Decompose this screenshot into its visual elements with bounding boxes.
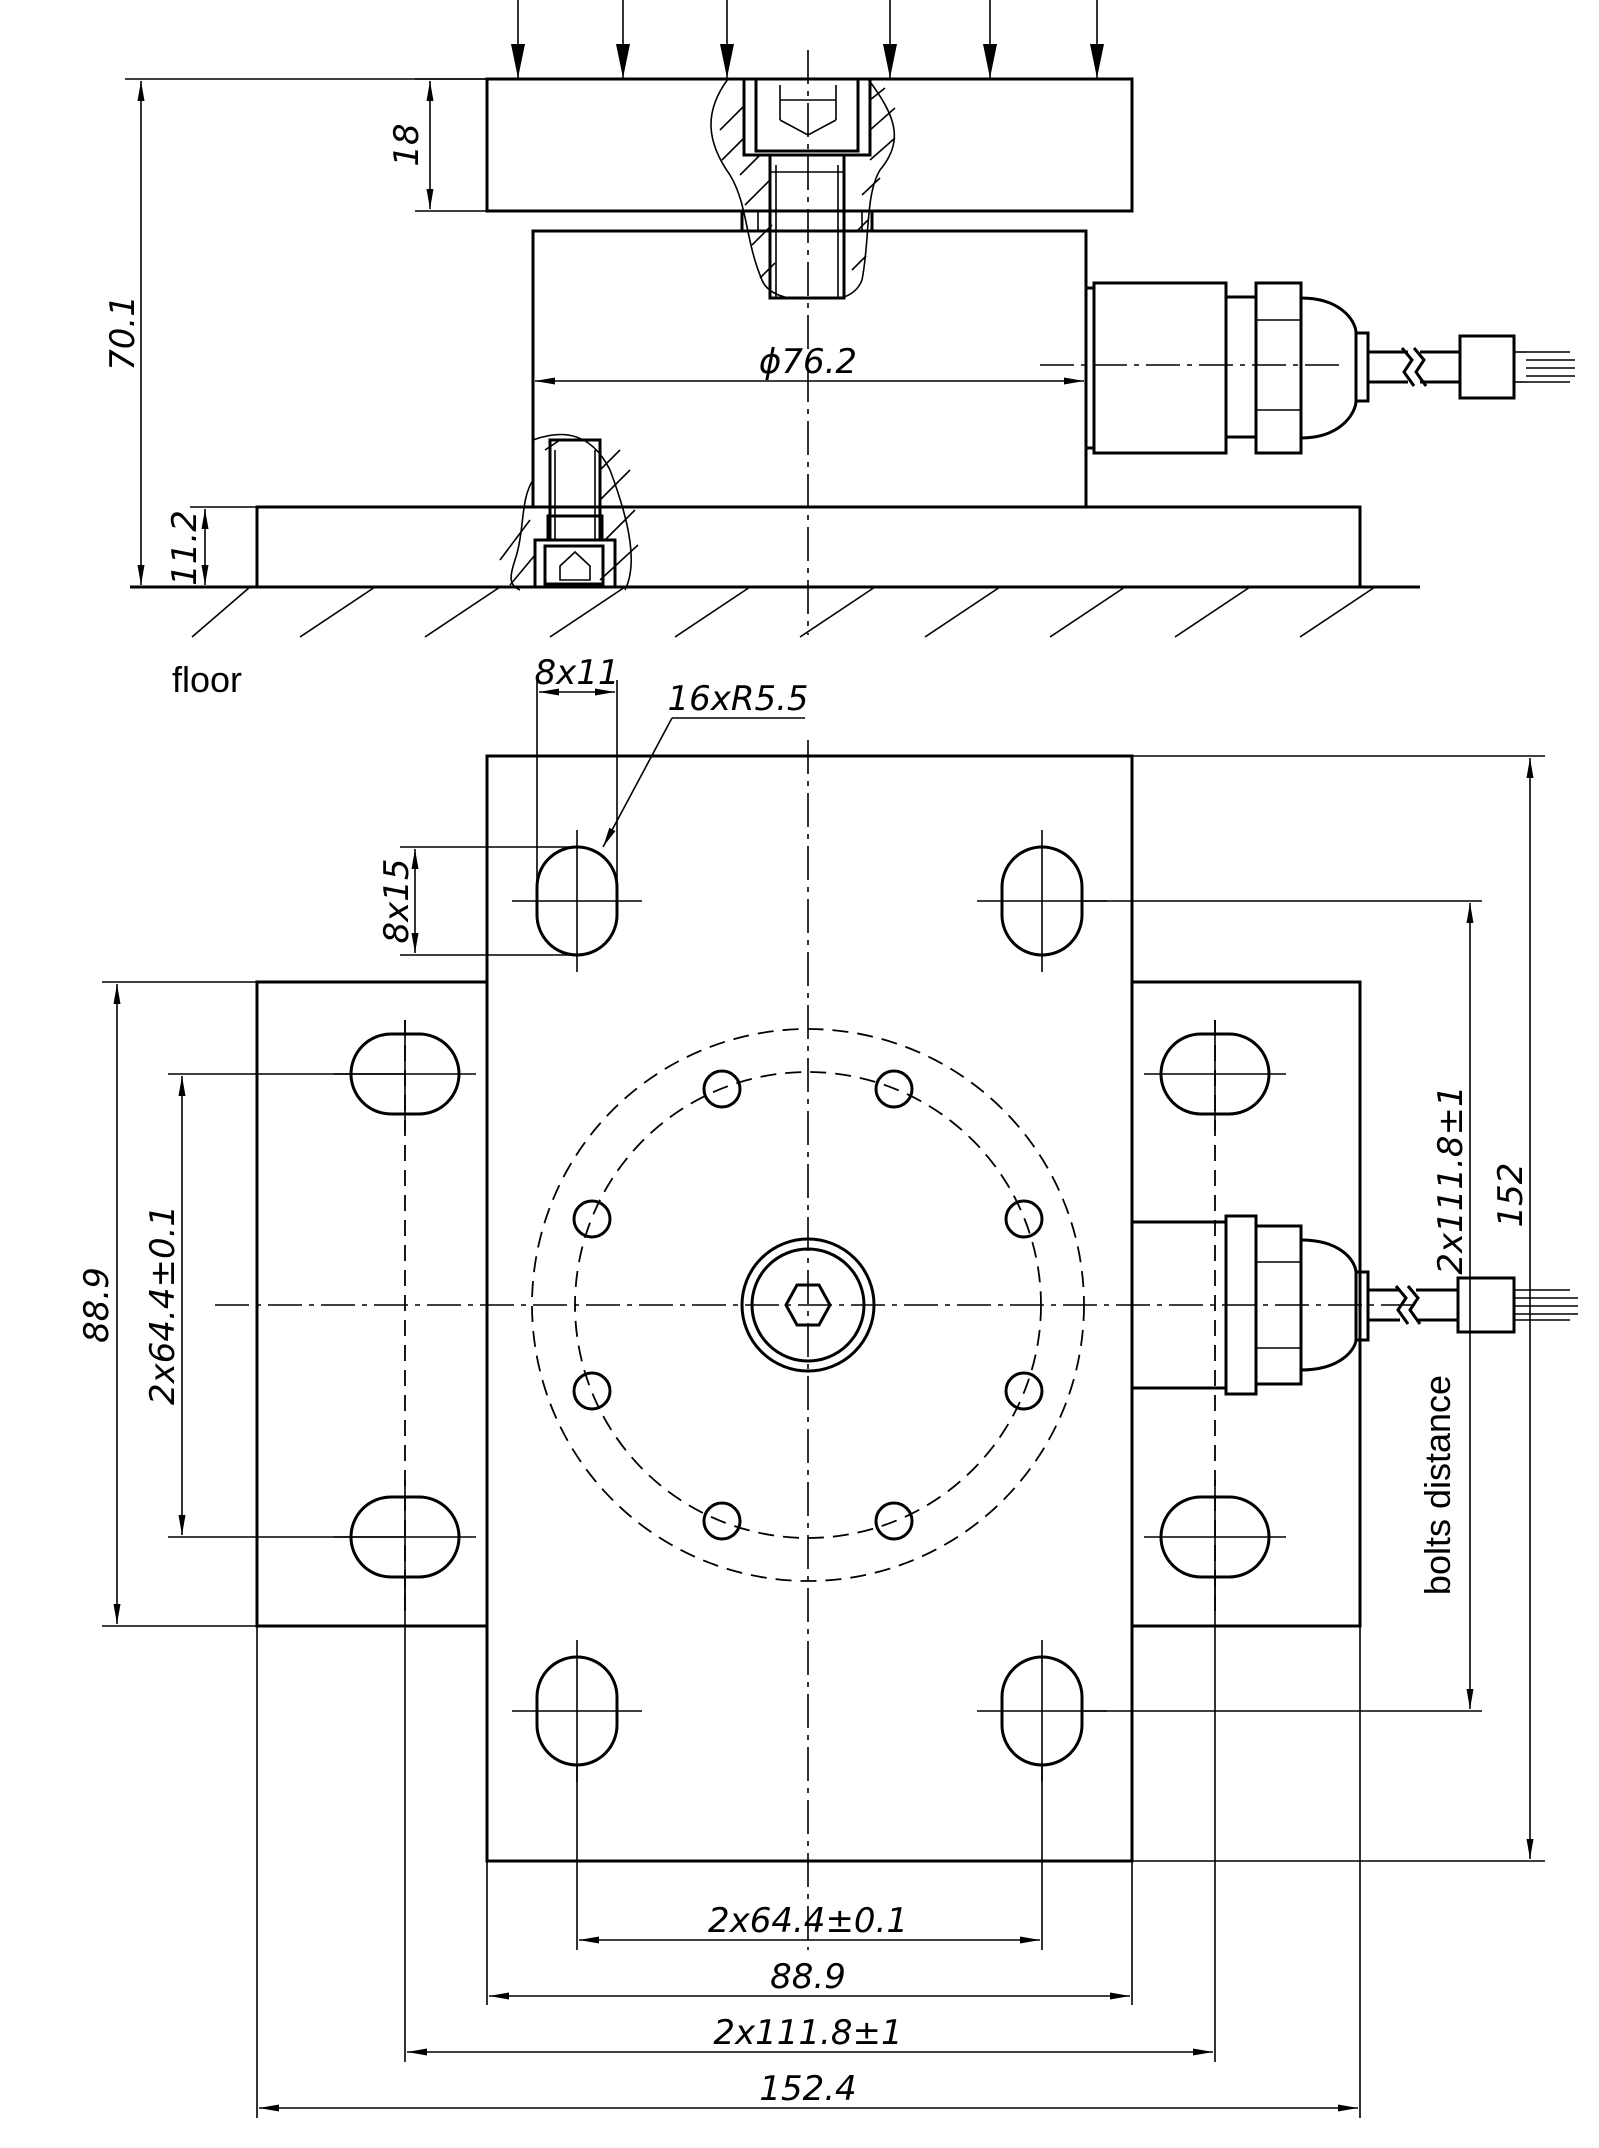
top-plate-slots bbox=[512, 830, 1107, 1782]
dim-slot-radius: 16xR5.5 bbox=[667, 679, 808, 719]
bolt-holes bbox=[572, 1069, 1044, 1541]
floor-label: floor bbox=[172, 659, 242, 700]
dim-plate-width: 88.9 bbox=[770, 1957, 846, 1997]
dim-bolt-spacing-horizontal: 2x64.4±0.1 bbox=[708, 1901, 908, 1941]
dim-overall-width: 152.4 bbox=[759, 2069, 856, 2109]
dim-slot-length: 8x15 bbox=[377, 858, 417, 943]
top-plate-top bbox=[485, 754, 1134, 1863]
load-arrows bbox=[511, 0, 1104, 78]
dim-mount-spacing-horizontal: 2x111.8±1 bbox=[713, 2013, 902, 2053]
dim-bolt-spacing-vertical: 2x64.4±0.1 bbox=[143, 1205, 183, 1405]
bolts-distance-label: bolts distance bbox=[1417, 1375, 1458, 1595]
top-section-hatch bbox=[710, 78, 896, 300]
top-view: 8x11 16xR5.5 8x15 88.9 2x64.4±0.1 2x111.… bbox=[77, 653, 1578, 2118]
top-plate bbox=[485, 77, 1134, 213]
center-bolt-hex bbox=[784, 1283, 832, 1327]
dim-slot-width: 8x11 bbox=[534, 653, 619, 693]
side-connector bbox=[1084, 281, 1575, 455]
side-view: floor 18 70.1 11.2 ϕ76.2 bbox=[103, 0, 1575, 700]
dim-overall-height: 152 bbox=[1491, 1163, 1531, 1228]
base-section-hatch bbox=[499, 433, 639, 591]
dim-total-height: 70.1 bbox=[103, 295, 143, 371]
dim-body-diameter: ϕ76.2 bbox=[759, 342, 857, 382]
dim-top-plate-thickness: 18 bbox=[387, 123, 427, 166]
floor bbox=[130, 585, 1420, 638]
body-outline-circle bbox=[531, 1028, 1085, 1582]
dim-base-height: 88.9 bbox=[77, 1267, 117, 1343]
bolt-circle bbox=[574, 1071, 1042, 1539]
dim-base-thickness: 11.2 bbox=[165, 510, 205, 586]
dim-mount-spacing-vertical: 2x111.8±1 bbox=[1431, 1085, 1471, 1274]
top-connector bbox=[1130, 1214, 1578, 1396]
center-bolt-outer bbox=[740, 1237, 876, 1373]
